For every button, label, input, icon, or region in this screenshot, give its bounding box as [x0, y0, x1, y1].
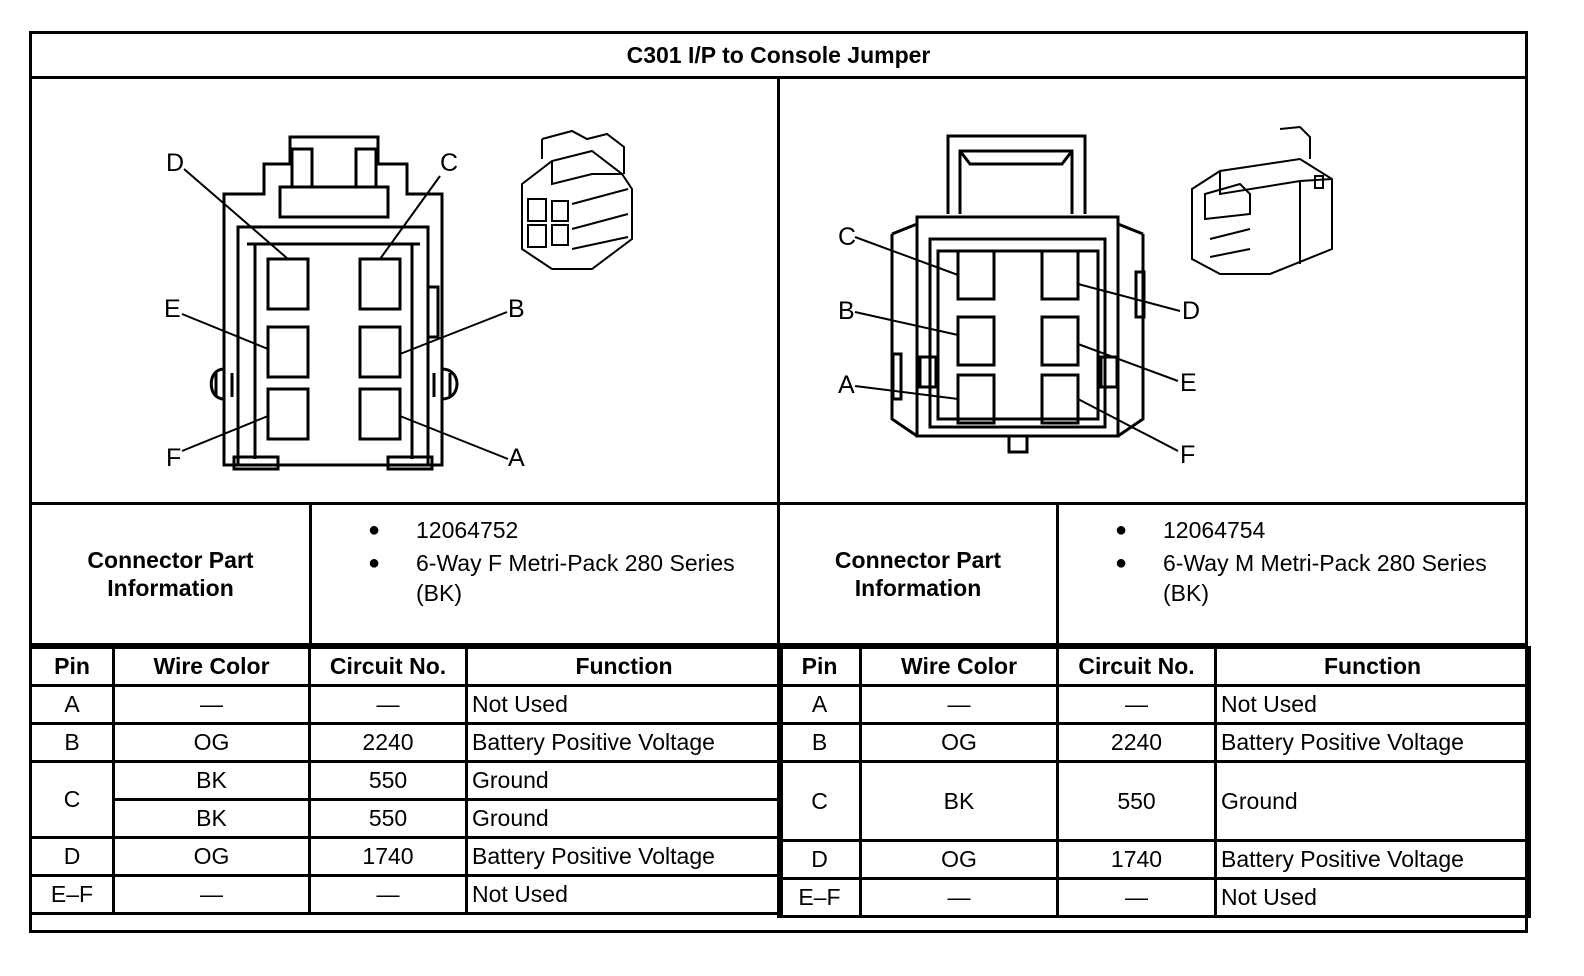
pin-label-d: D [1182, 297, 1200, 325]
table-cell: — [859, 877, 1059, 918]
table-cell: 550 [1056, 760, 1217, 842]
table-cell: Ground [465, 760, 783, 801]
pin-label-f: F [166, 444, 181, 472]
table-cell: Ground [1214, 760, 1531, 842]
pin-label-a: A [508, 444, 525, 472]
table-cell: Battery Positive Voltage [1214, 722, 1531, 763]
header-function: Function [465, 646, 783, 687]
table-cell: Battery Positive Voltage [1214, 839, 1531, 880]
table-row: E–F — — Not Used [777, 877, 1531, 918]
table-row: A — — Not Used [777, 684, 1531, 725]
pin-label-a: A [838, 371, 855, 399]
table-cell: OG [112, 836, 311, 877]
female-connector-diagram: D C E B F A [32, 79, 780, 502]
table-row: A — — Not Used [29, 684, 783, 725]
table-row: D OG 1740 Battery Positive Voltage [777, 839, 1531, 880]
table-cell: B [29, 722, 115, 763]
pin-label-c: C [838, 223, 856, 251]
header-pin: Pin [777, 646, 862, 687]
table-cell: B [777, 722, 862, 763]
table-cell: BK [112, 798, 311, 839]
table-row: E–F — — Not Used [29, 874, 783, 915]
part-description: ●6-Way F Metri-Pack 280 Series (BK) [368, 550, 735, 606]
table-row: D OG 1740 Battery Positive Voltage [29, 836, 783, 877]
table-cell: BK [859, 760, 1059, 842]
male-connector-3d-icon [1191, 125, 1333, 275]
pin-label-b: B [838, 297, 855, 325]
part-number: ●12064754 [1115, 517, 1266, 543]
connector-part-info-label-left: Connector Part Information [87, 547, 254, 601]
table-cell: C [29, 760, 115, 839]
table-cell: — [308, 874, 468, 915]
table-cell: — [859, 684, 1059, 725]
header-function: Function [1214, 646, 1531, 687]
table-cell: — [1056, 877, 1217, 918]
header-circuit: Circuit No. [308, 646, 468, 687]
table-cell: Battery Positive Voltage [465, 836, 783, 877]
table-cell: — [112, 684, 311, 725]
part-description: ●6-Way M Metri-Pack 280 Series (BK) [1115, 550, 1487, 606]
table-cell: OG [859, 722, 1059, 763]
table-cell: 2240 [1056, 722, 1217, 763]
table-cell: OG [859, 839, 1059, 880]
connector-part-info-list-left: ●12064752 ●6-Way F Metri-Pack 280 Series… [312, 505, 777, 643]
table-cell: 550 [308, 760, 468, 801]
pin-label-f: F [1180, 441, 1195, 469]
page-title: C301 I/P to Console Jumper [32, 34, 1525, 79]
table-cell: 1740 [1056, 839, 1217, 880]
header-wire-color: Wire Color [112, 646, 311, 687]
table-cell: E–F [777, 877, 862, 918]
table-row: B OG 2240 Battery Positive Voltage [777, 722, 1531, 763]
pin-label-e: E [164, 295, 181, 323]
connector-sheet: C301 I/P to Console Jumper [29, 31, 1531, 933]
table-row: C BK 550 Ground [29, 760, 783, 839]
table-cell: BK [112, 760, 311, 801]
header-pin: Pin [29, 646, 115, 687]
pinout-table-right: Pin Wire Color Circuit No. Function A — … [777, 646, 1531, 918]
table-cell: A [777, 684, 862, 725]
pin-label-e: E [1180, 369, 1197, 397]
table-row: C BK 550 Ground [777, 760, 1531, 842]
table-cell: A [29, 684, 115, 725]
pinout-table-left: Pin Wire Color Circuit No. Function A — … [29, 646, 783, 915]
table-cell: D [777, 839, 862, 880]
pin-label-b: B [508, 295, 525, 323]
header-circuit: Circuit No. [1056, 646, 1217, 687]
table-row: B OG 2240 Battery Positive Voltage [29, 722, 783, 763]
part-number: ●12064752 [368, 517, 519, 543]
connector-part-info-list-right: ●12064754 ●6-Way M Metri-Pack 280 Series… [1059, 505, 1525, 643]
table-cell: Not Used [465, 874, 783, 915]
header-wire-color: Wire Color [859, 646, 1059, 687]
table-header-row: Pin Wire Color Circuit No. Function [29, 646, 783, 687]
table-header-row: Pin Wire Color Circuit No. Function [777, 646, 1531, 687]
table-cell: Not Used [465, 684, 783, 725]
male-connector-drawing: C B A D E F [838, 125, 1333, 469]
table-cell: Not Used [1214, 684, 1531, 725]
table-cell: 2240 [308, 722, 468, 763]
table-cell: 1740 [308, 836, 468, 877]
table-cell: Not Used [1214, 877, 1531, 918]
table-cell: OG [112, 722, 311, 763]
table-cell: — [308, 684, 468, 725]
male-connector-diagram: C B A D E F [780, 79, 1525, 502]
pin-label-d: D [166, 149, 184, 177]
table-cell: — [112, 874, 311, 915]
pin-label-c: C [440, 149, 458, 177]
table-cell: Battery Positive Voltage [465, 722, 783, 763]
female-connector-drawing: D C E B F A [164, 129, 633, 472]
table-cell: 550 [308, 798, 468, 839]
female-connector-3d-icon [521, 129, 633, 270]
table-cell: — [1056, 684, 1217, 725]
connector-part-info-row: Connector Part Information ●12064752 ●6-… [32, 502, 1525, 646]
connector-part-info-label-right: Connector Part Information [834, 547, 1002, 601]
table-cell: D [29, 836, 115, 877]
table-cell: Ground [465, 798, 783, 839]
table-cell: E–F [29, 874, 115, 915]
table-row: BK 550 Ground [31, 798, 783, 839]
table-cell: C [777, 760, 862, 842]
